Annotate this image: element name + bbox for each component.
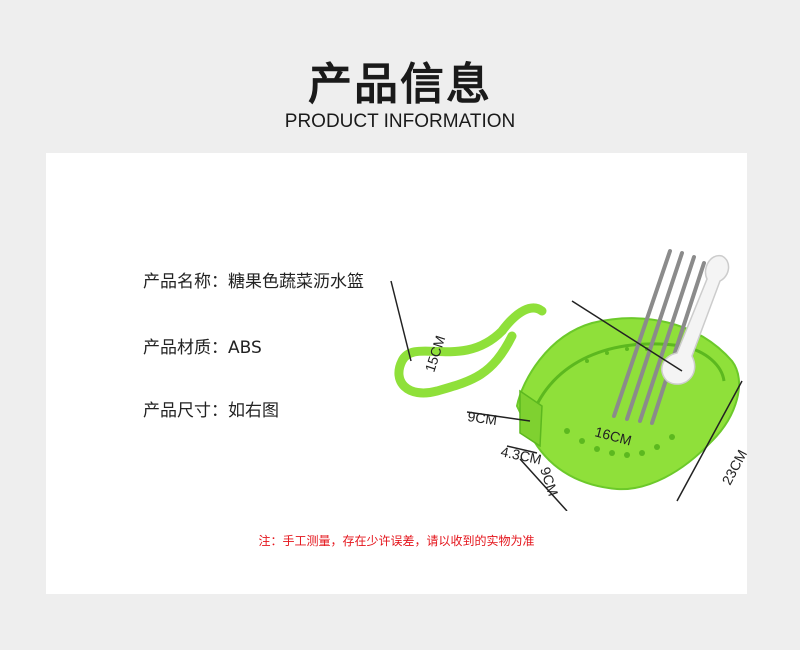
dim-label-hook-gap: 4.3CM <box>499 443 543 467</box>
rice-paddle <box>661 254 730 385</box>
dim-label-handle-width: 9CM <box>467 408 499 428</box>
spec-label: 产品名称： <box>143 272 228 292</box>
spec-value: 糖果色蔬菜沥水篮 <box>228 272 364 292</box>
chopsticks <box>612 249 706 425</box>
spec-value: 如右图 <box>228 401 279 421</box>
dimension-lines <box>390 280 743 511</box>
page-title-en: PRODUCT INFORMATION <box>284 111 516 132</box>
basket-handle-loop <box>394 303 547 398</box>
product-info-card: 产品名称：糖果色蔬菜沥水篮 产品材质：ABS 产品尺寸：如右图 <box>46 153 747 594</box>
spec-label: 产品尺寸： <box>143 401 228 421</box>
product-image: 15CM 9CM 16CM 4.3CM 9CM 23CM <box>390 249 747 511</box>
spec-row-material: 产品材质：ABS <box>143 333 262 358</box>
page-title-cn: 产品信息 <box>308 59 492 110</box>
spec-value: ABS <box>228 338 262 358</box>
basket-holes <box>564 347 675 458</box>
dim-label-overall-length: 23CM <box>719 447 747 487</box>
spec-row-size: 产品尺寸：如右图 <box>143 396 279 421</box>
spec-label: 产品材质： <box>143 338 228 358</box>
measurement-note: 注：手工测量，存在少许误差，请以收到的实物为准 <box>258 534 535 548</box>
spec-row-name: 产品名称：糖果色蔬菜沥水篮 <box>143 267 364 292</box>
